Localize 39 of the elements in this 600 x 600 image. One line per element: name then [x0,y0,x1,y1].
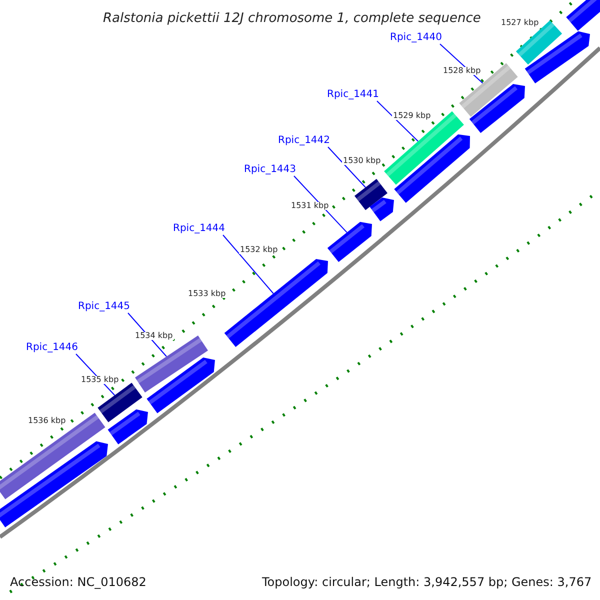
accession-text: Accession: NC_010682 [10,576,146,588]
leader-line [294,176,348,233]
scale-label: 1527 kbp [500,19,540,27]
scale-label: 1530 kbp [342,157,382,165]
scale-label: 1528 kbp [442,67,482,75]
leader-line [376,100,419,142]
leader-line [328,146,366,188]
gene-label: Rpic_1440 [390,33,442,43]
gene-bar [0,441,108,528]
gene-label: Rpic_1441 [327,90,380,100]
scale-label: 1534 kbp [134,332,174,340]
gene-bar [108,409,148,444]
gene-bar [370,198,394,222]
gene-bar [224,259,328,347]
gene-bar [146,357,215,414]
scale-label: 1532 kbp [239,246,279,254]
leader-line [222,234,274,294]
gene-label: Rpic_1446 [26,343,78,353]
gene-bar [384,111,464,185]
gene-label: Rpic_1442 [278,136,330,146]
map-title: Ralstonia pickettii 12J chromosome 1, complete sequence [103,12,481,25]
gene-bar [98,382,142,422]
scale-label: 1536 kbp [27,417,67,425]
gene-bar [394,134,470,203]
gene-bar [469,84,525,134]
scale-label: 1531 kbp [290,202,330,210]
gene-bar [327,222,372,262]
gene-label: Rpic_1444 [173,224,226,234]
leader-line [128,312,167,357]
gene-label: Rpic_1443 [244,165,296,175]
gene-bar [354,178,388,210]
gene-bar [566,0,600,31]
topology-text: Topology: circular; Length: 3,942,557 bp; Genes: 3,767 [262,576,592,588]
scale-label: 1529 kbp [392,112,432,120]
scale-label: 1535 kbp [80,376,120,384]
scale-label: 1533 kbp [187,290,227,298]
gene-label: Rpic_1445 [78,302,130,312]
gene-bar [0,412,106,500]
gene-bar [524,31,590,84]
